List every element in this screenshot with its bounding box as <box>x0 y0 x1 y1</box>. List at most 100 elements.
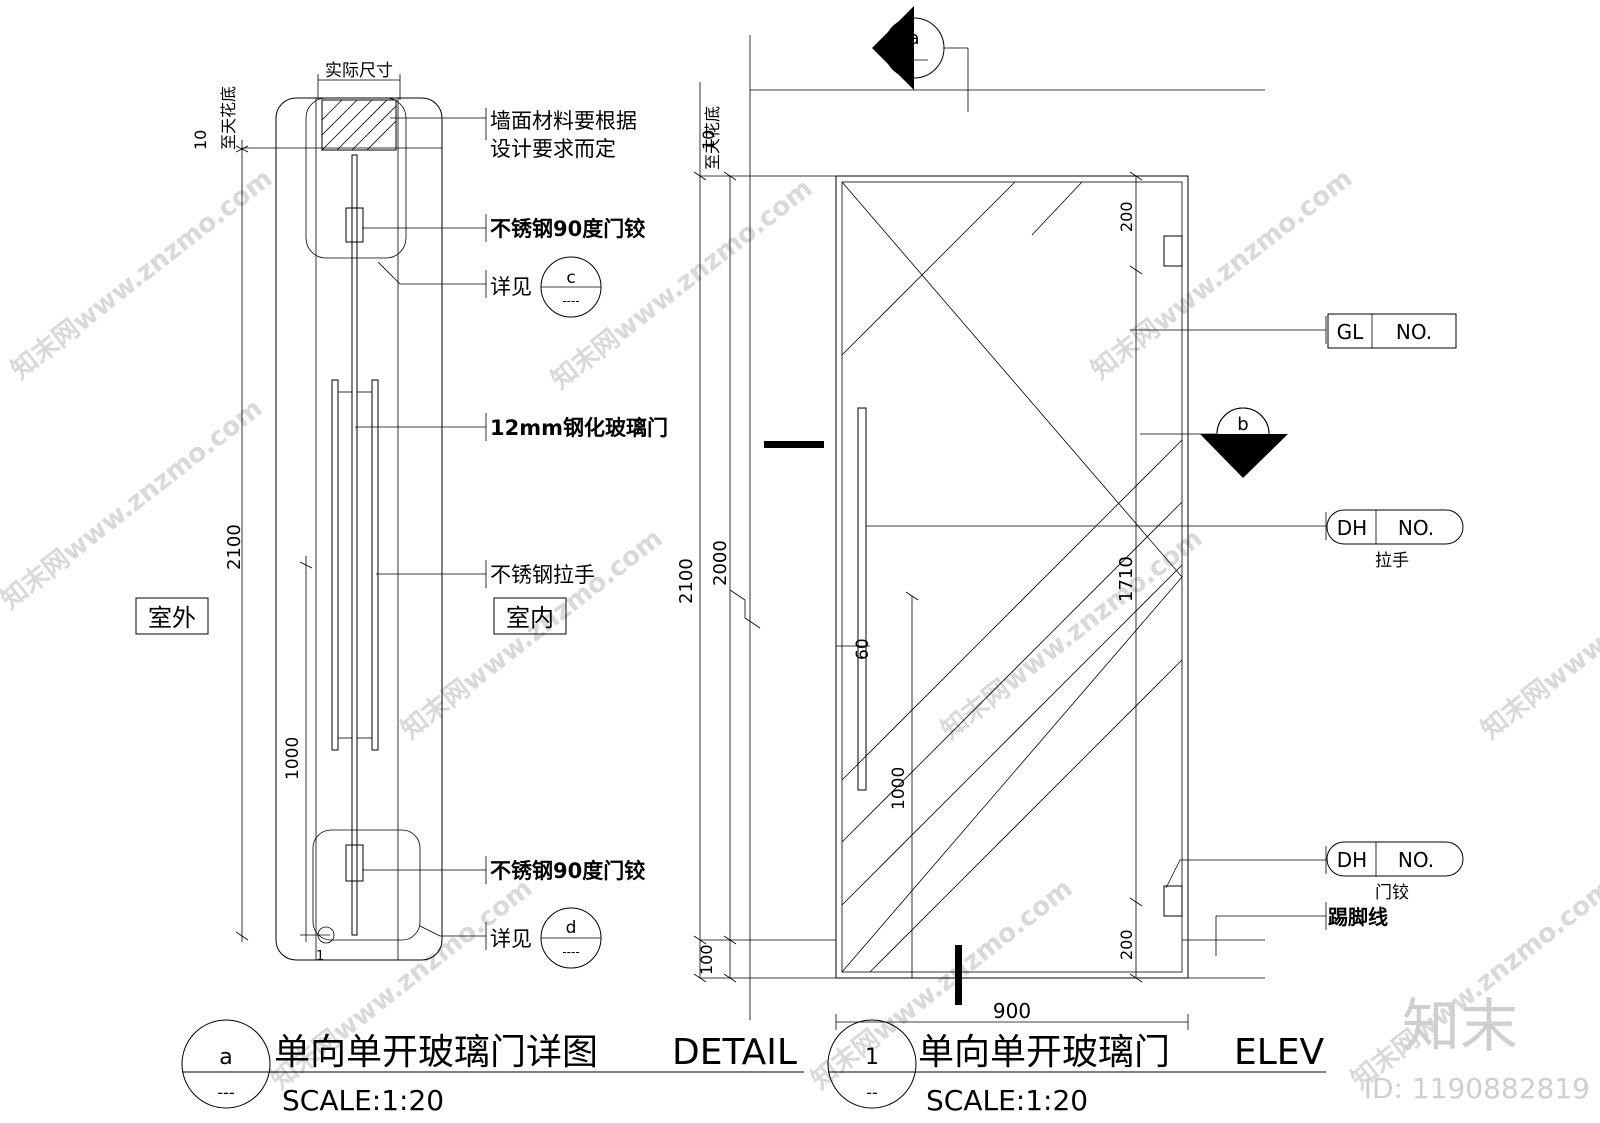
detail-title: 单向单开玻璃门详图 <box>274 1032 598 1073</box>
dim-1000: 1000 <box>283 737 303 780</box>
handle-inside <box>371 379 379 751</box>
tag-gl-no: NO. <box>1396 320 1432 344</box>
dim-tick <box>905 591 919 601</box>
label-outside-box <box>135 597 209 635</box>
tag-dh2-code: DH <box>1337 848 1367 872</box>
tag-gl-code: GL <box>1337 320 1364 344</box>
hatch-line <box>336 99 388 151</box>
watermark-text: 知末网www.znzmo.com <box>6 163 278 385</box>
tag-gl-box <box>1327 313 1457 349</box>
tag-dh2-label: 门铰 <box>1375 883 1409 903</box>
tag-dh1-code: DH <box>1337 516 1367 540</box>
dim-900: 900 <box>993 999 1031 1023</box>
title-bubble-elev-sub: -- <box>866 1083 878 1102</box>
swing-line <box>841 181 1183 578</box>
elev-ceiling-note: 至天花底 <box>703 106 722 170</box>
note-wall-line2: 设计要求而定 <box>490 137 616 161</box>
detail-title-block: a --- 单向单开玻璃门详图 DETAIL SCALE:1:20 <box>181 1019 804 1117</box>
note-glass: 12mm钢化玻璃门 <box>490 416 668 440</box>
reflection-line <box>841 181 1016 356</box>
watermark-logo: 知末 <box>1402 992 1518 1060</box>
watermark-text: 知末网www.znzmo.com <box>936 523 1208 745</box>
section-cut-mark <box>764 441 824 448</box>
note-handle: 不锈钢拉手 <box>490 563 595 587</box>
reflection-line <box>869 659 1183 973</box>
tag-leader <box>1165 859 1181 889</box>
leader-line <box>377 261 401 285</box>
dim-10: 10 <box>191 130 210 150</box>
break-symbol <box>729 589 761 629</box>
wall-material-block <box>321 99 397 151</box>
section-b-arrow <box>1200 434 1288 478</box>
ceiling-note: 至天花底 <box>219 86 238 150</box>
dim-tick <box>1129 171 1143 181</box>
hinge-bottom <box>1163 885 1183 917</box>
dim-tick <box>235 931 249 941</box>
reflection-line <box>841 439 1183 781</box>
reflection-line <box>841 501 1183 843</box>
watermark-text: 知末网www.znzmo.com <box>0 393 268 615</box>
detail-section: 实际尺寸 10 2100 至天花底 1000 1 室外 室内 <box>135 61 668 969</box>
tag-dh1-no: NO. <box>1398 516 1434 540</box>
detail-callout-c <box>305 97 407 259</box>
title-bubble-detail <box>181 1019 271 1109</box>
hatch-line <box>321 99 358 136</box>
hinge-bottom <box>345 844 364 882</box>
watermark-text: 知末网www.znzmo.com <box>546 173 818 395</box>
dim-60: 60 <box>853 638 873 660</box>
dim-tick <box>693 973 707 983</box>
bubble-c-sub: ---- <box>562 294 579 308</box>
dim-100: 100 <box>697 944 716 975</box>
watermark-id: ID: 1190882819 <box>1364 1072 1590 1105</box>
glass-door-section <box>351 154 358 936</box>
door-frame <box>835 175 1189 979</box>
dim-tick <box>723 935 737 945</box>
swing-line <box>841 576 1183 973</box>
elevation-section: a b 10 至天花底 2100 2000 100 200 1710 2 <box>676 6 1464 1030</box>
dim-1000: 1000 <box>889 767 909 810</box>
hatch-line <box>321 99 343 121</box>
elev-title: 单向单开玻璃门 <box>918 1032 1170 1073</box>
dim-tick <box>1129 897 1143 907</box>
section-a-label: a <box>908 28 919 49</box>
bubble-c-label: c <box>566 268 575 288</box>
elev-scale: SCALE:1:20 <box>926 1084 1088 1117</box>
hatch-line <box>366 120 397 151</box>
dim-tick <box>1129 973 1143 983</box>
note-wall-line1: 墙面材料要根据 <box>490 109 637 133</box>
tag-dh-handle-box <box>1326 509 1464 545</box>
dim-2100: 2100 <box>224 524 245 570</box>
tag-dh2-no: NO. <box>1398 848 1434 872</box>
hinge-top <box>1163 235 1183 267</box>
corner-watermark: 知末 ID: 1190882819 <box>1364 992 1590 1105</box>
handle-outside <box>331 379 339 751</box>
detail-scale: SCALE:1:20 <box>282 1084 444 1117</box>
watermark-pattern: 知末网www.znzmo.com 知末网www.znzmo.com 知末网www… <box>0 163 1600 1095</box>
note-hinge-top: 不锈钢90度门铰 <box>490 217 645 241</box>
tag-dh-hinge-box <box>1326 841 1464 877</box>
hatch-line <box>321 99 373 151</box>
bubble-d-sub: ---- <box>562 945 579 959</box>
tag-dh1-label: 拉手 <box>1375 551 1409 571</box>
hatch-line <box>351 105 397 151</box>
elev-title-en: ELEV <box>1234 1032 1325 1073</box>
dim-tick <box>693 935 707 945</box>
title-bubble-elev-label: 1 <box>865 1045 879 1070</box>
dim-tick <box>299 561 313 569</box>
detail-title-en: DETAIL <box>672 1032 797 1073</box>
title-bubble-elev <box>827 1019 917 1109</box>
note-see-d: 详见 <box>490 927 532 951</box>
skirting-note: 踢脚线 <box>1328 905 1388 929</box>
bubble-d-label: d <box>566 918 577 938</box>
dim-200-top: 200 <box>1117 201 1136 232</box>
note-hinge-bottom: 不锈钢90度门铰 <box>490 859 645 883</box>
label-outside: 室外 <box>148 604 196 632</box>
dim-tick <box>235 145 249 153</box>
reflection-line <box>1031 181 1083 236</box>
title-bubble-detail-label: a <box>219 1045 232 1070</box>
dim-2100: 2100 <box>676 558 697 604</box>
wall-outline <box>275 97 443 961</box>
dim-10: 10 <box>699 130 718 150</box>
label-inside-box <box>493 597 567 635</box>
elev-title-block: 1 -- 单向单开玻璃门 ELEV SCALE:1:20 <box>827 1019 1326 1117</box>
